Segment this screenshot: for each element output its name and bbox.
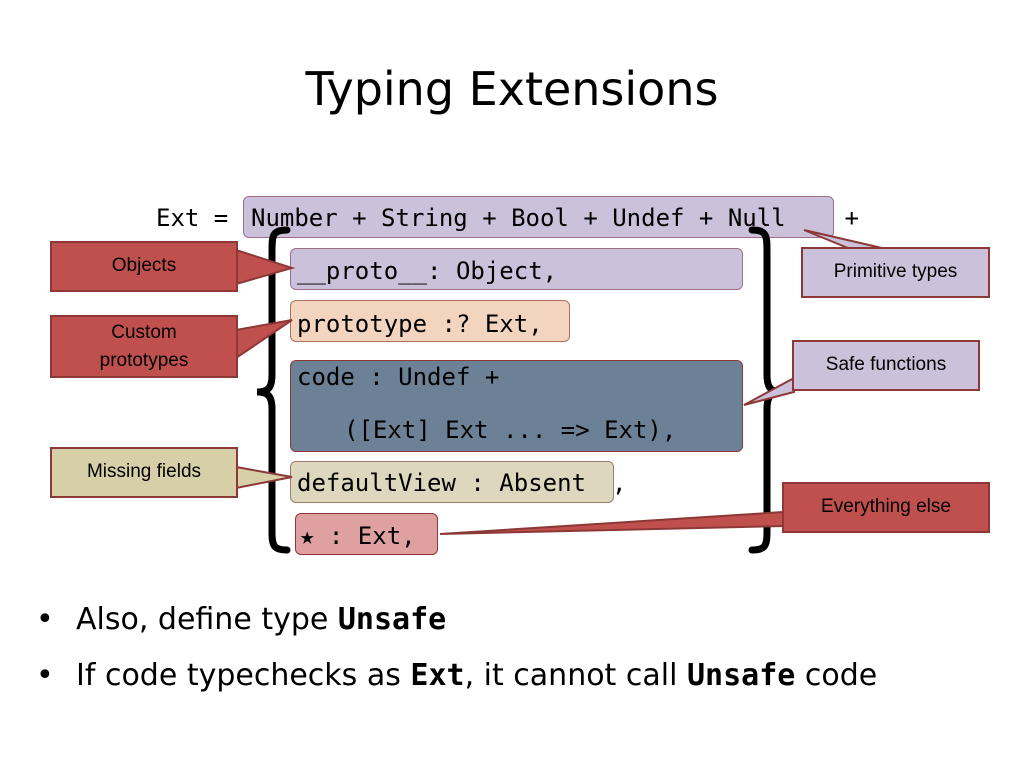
everything-else-callout: Everything else: [782, 482, 990, 533]
page-title: Typing Extensions: [305, 62, 719, 116]
objects-callout: Objects: [50, 241, 238, 292]
bullet-typecheck-rule: If code typechecks as Ext, it cannot cal…: [36, 652, 877, 708]
bullet-1-text: Also, define type: [76, 602, 338, 637]
bullet-2-text-3: code: [795, 658, 878, 693]
code-field-highlight: [290, 360, 743, 452]
primitive-types-callout: Primitive types: [801, 247, 990, 298]
everything-else-label: Everything else: [821, 496, 951, 518]
primitives-union: Number + String + Bool + Undef + Null: [251, 204, 786, 232]
plus-sign: +: [830, 204, 859, 232]
bullet-unsafe-definition: Also, define type Unsafe: [36, 596, 877, 652]
proto-field: __proto__: Object,: [297, 257, 558, 285]
prototype-field: prototype :? Ext,: [297, 310, 543, 338]
proto-highlight: [290, 248, 743, 290]
code-field-line-1: code : Undef +: [297, 363, 500, 391]
everything-else-pointer: [439, 510, 785, 535]
prototype-highlight: [290, 300, 570, 342]
custom-prototypes-callout: Custom prototypes: [50, 315, 238, 378]
ext-keyword: Ext: [410, 658, 465, 693]
left-brace: [256, 226, 291, 554]
missing-fields-pointer: [235, 465, 293, 490]
missing-fields-label: Missing fields: [86, 461, 202, 483]
missing-fields-callout: Missing fields: [50, 447, 238, 498]
safe-functions-callout: Safe functions: [792, 340, 980, 391]
unsafe-keyword: Unsafe: [337, 602, 447, 637]
primitives-highlight: [243, 196, 834, 238]
custom-prototypes-label-line-1: Custom: [111, 321, 177, 343]
custom-prototypes-pointer: [235, 319, 293, 360]
default-view-highlight: [290, 461, 614, 503]
primitive-types-pointer: [803, 229, 883, 249]
star-highlight: [295, 513, 438, 555]
default-view-field: defaultView : Absent: [297, 469, 586, 497]
unsafe-keyword-2: Unsafe: [686, 658, 796, 693]
star-field: ★ : Ext,: [300, 522, 416, 550]
safe-functions-label: Safe functions: [825, 354, 947, 376]
custom-prototypes-label-line-2: prototypes: [99, 349, 189, 371]
bullet-2-text-2: , it cannot call: [464, 658, 687, 693]
objects-pointer: [235, 248, 296, 286]
primitive-types-label: Primitive types: [833, 261, 958, 283]
objects-label: Objects: [111, 255, 177, 277]
code-field-line-2: ([Ext] Ext ... => Ext),: [344, 416, 677, 444]
bullet-list: Also, define type Unsafe If code typeche…: [36, 596, 877, 708]
default-view-comma: ,: [612, 469, 627, 497]
ext-prefix: Ext =: [156, 204, 243, 232]
bullet-2-text-1: If code typechecks as: [76, 658, 411, 693]
